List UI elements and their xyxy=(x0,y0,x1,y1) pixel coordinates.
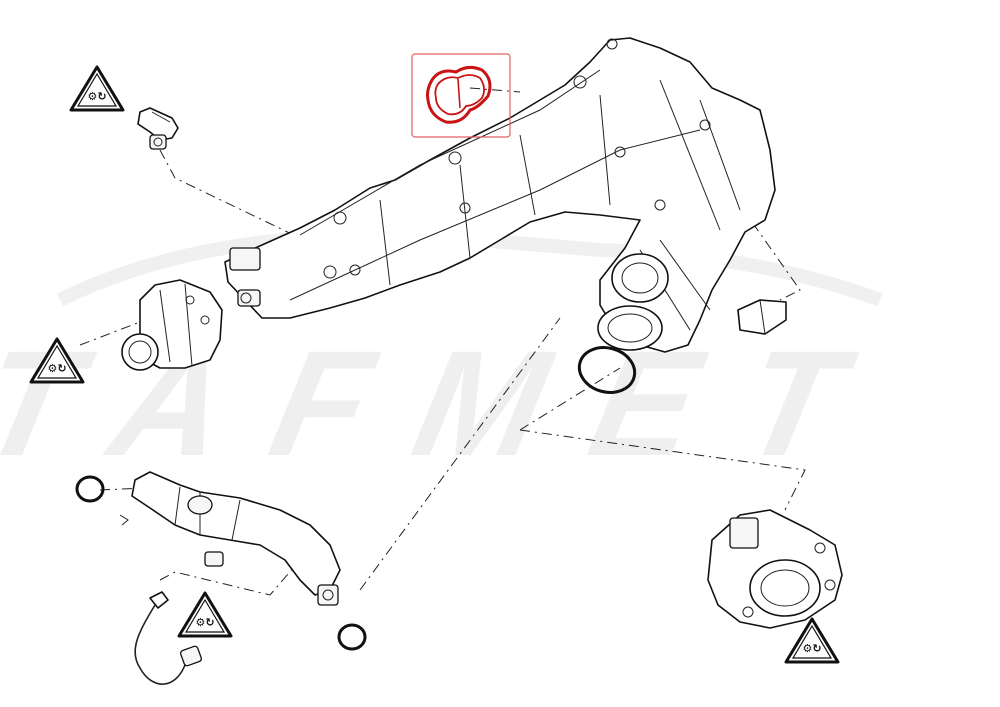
torque-warning-icon: ⚙↻ xyxy=(87,90,106,103)
torque-warning-symbol-2: ⚙↻ xyxy=(29,337,85,384)
leader-throttle-body xyxy=(519,429,806,511)
leader-gasket xyxy=(469,87,521,93)
intake-port-gasket[interactable] xyxy=(411,53,511,138)
temperature-sensor[interactable] xyxy=(134,591,202,685)
throttle-body[interactable] xyxy=(707,509,843,629)
egr-pipe-o-ring[interactable] xyxy=(75,475,105,503)
gasket-highlight-box xyxy=(411,53,511,138)
rubber-mount[interactable] xyxy=(737,299,787,335)
leader-egr-cooler xyxy=(79,321,141,346)
leader-rubber-mount xyxy=(739,204,801,301)
torque-warning-icon: ⚙↻ xyxy=(195,616,214,629)
intake-manifold[interactable] xyxy=(224,37,776,353)
leader-egr-sensor xyxy=(159,559,301,596)
egr-pipe-gasket[interactable] xyxy=(337,623,367,651)
map-sensor[interactable] xyxy=(137,107,179,150)
egr-cooler-housing[interactable] xyxy=(121,279,223,371)
torque-warning-icon: ⚙↻ xyxy=(802,642,821,655)
torque-warning-symbol-3: ⚙↻ xyxy=(177,591,233,638)
egr-pipe[interactable] xyxy=(119,471,341,606)
torque-warning-symbol-1: ⚙↻ xyxy=(69,65,125,112)
torque-warning-icon: ⚙↻ xyxy=(47,362,66,375)
throttle-body-o-ring[interactable] xyxy=(574,342,639,399)
torque-warning-symbol-4: ⚙↻ xyxy=(784,617,840,664)
